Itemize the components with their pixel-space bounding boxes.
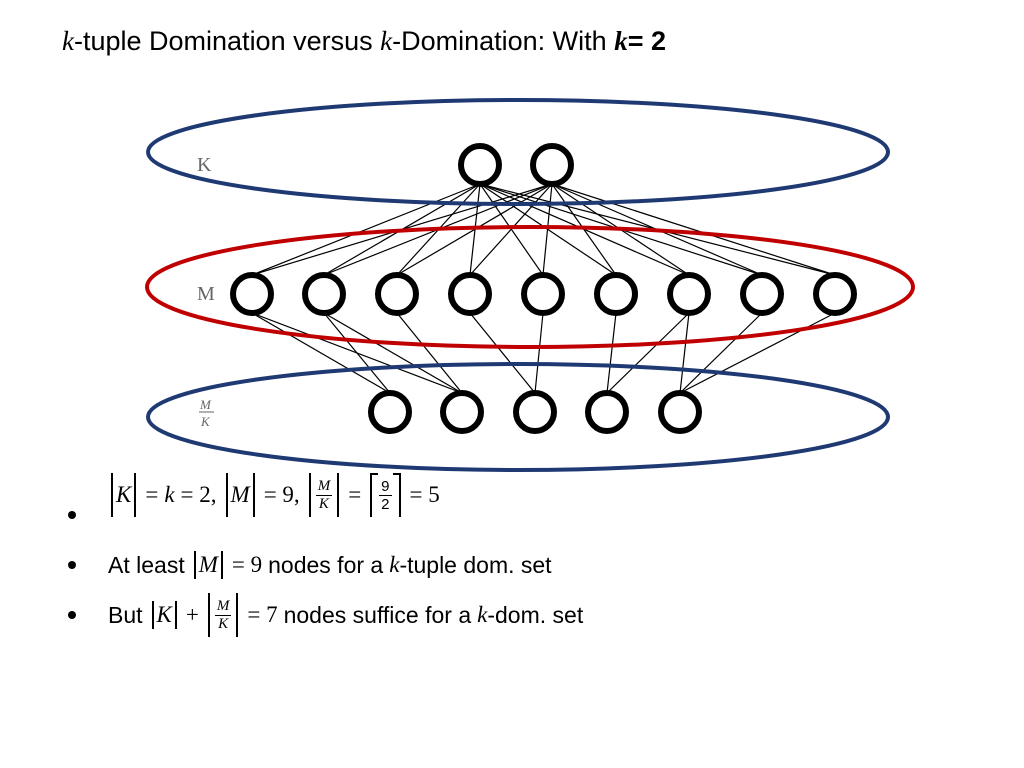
node-m (448, 272, 492, 316)
var-k: K (156, 602, 172, 627)
slide-title: k-tuple Domination versus k-Domination: … (62, 26, 666, 57)
layer-mk-ellipse (146, 362, 890, 472)
bullet-dot (68, 511, 76, 519)
edge (606, 312, 617, 394)
bullet-2-post: -tuple dom. set (399, 551, 552, 578)
var-m: M (198, 552, 218, 577)
node-mk (440, 390, 484, 434)
ceil-num: 9 (379, 477, 392, 496)
layer-mk-label-den: K (200, 414, 211, 429)
node-m (302, 272, 346, 316)
bullet-3-post: -dom. set (487, 601, 584, 628)
title-eq: = 2 (627, 26, 666, 56)
node-m (594, 272, 638, 316)
layer-mk-label-num: M (199, 397, 212, 412)
node-mk (368, 390, 412, 434)
var-small-k: k (477, 602, 488, 627)
edge (606, 312, 690, 394)
eq-2: = 2, (180, 482, 217, 507)
node-k (530, 143, 574, 187)
title-k-var-3: k (614, 26, 628, 56)
edge (251, 312, 391, 394)
var-small-k: k (164, 482, 175, 507)
edge (542, 183, 553, 276)
frac-den: K (318, 495, 329, 512)
title-k-var-2: k (380, 26, 393, 56)
edge (251, 312, 463, 394)
edge (251, 183, 481, 276)
domination-diagram: K M M K (145, 98, 915, 472)
eq-sign-2: = (348, 482, 362, 507)
edge (551, 183, 836, 276)
bullet-2-mid: nodes for a (268, 551, 384, 578)
bullet-2-text: At least M = 9 nodes for a k-tuple dom. … (108, 545, 552, 585)
nodes (230, 143, 857, 434)
eq-9: = 9 (231, 552, 263, 577)
frac-num: M (315, 477, 333, 496)
edge (679, 312, 836, 394)
edge (396, 312, 463, 394)
edge (534, 312, 544, 394)
var-small-k: k (389, 552, 400, 577)
var-k: K (116, 482, 132, 507)
node-m (230, 272, 274, 316)
frac-den: K (218, 615, 229, 632)
title-k-var: k (62, 26, 74, 56)
bullet-dot (68, 611, 76, 619)
node-m (813, 272, 857, 316)
edge (469, 183, 553, 276)
node-m (667, 272, 711, 316)
node-k (458, 143, 502, 187)
node-m (521, 272, 565, 316)
node-mk (513, 390, 557, 434)
plus-sign: + (185, 602, 199, 627)
abs-k: K (111, 473, 137, 517)
title-part1: -tuple Domination versus (73, 26, 381, 56)
bullet-2-pre: At least (108, 551, 185, 578)
abs-m: M (225, 473, 255, 517)
edge (679, 312, 690, 394)
node-mk (585, 390, 629, 434)
edge (323, 312, 463, 394)
bullet-dot (68, 561, 76, 569)
var-m: M (230, 482, 250, 507)
layer-k-ellipse (146, 98, 890, 206)
ceil-den: 2 (381, 495, 390, 513)
node-mk (658, 390, 702, 434)
eq-9: = 9, (263, 482, 300, 507)
node-m (375, 272, 419, 316)
node-m (740, 272, 784, 316)
frac-num: M (214, 597, 232, 616)
abs-m: M (193, 551, 223, 579)
title-part2: -Domination: With (392, 26, 615, 56)
eq-5: = 5 (409, 482, 440, 507)
eq-sign: = (145, 482, 159, 507)
layer-m-ellipse (145, 225, 915, 349)
bullet-3-pre: But (108, 601, 143, 628)
layer-k-label: K (197, 154, 212, 176)
bullet-3-mid: nodes suffice for a (283, 601, 472, 628)
edge (679, 312, 763, 394)
eq-7: = 7 (247, 602, 278, 627)
abs-k: K (151, 601, 177, 629)
edge (469, 312, 536, 394)
layer-m-label: M (197, 283, 215, 305)
